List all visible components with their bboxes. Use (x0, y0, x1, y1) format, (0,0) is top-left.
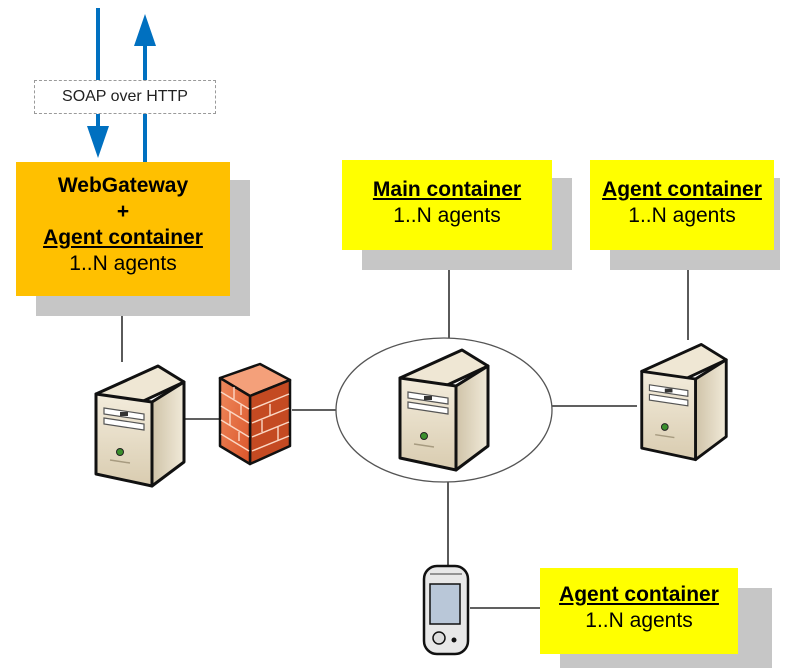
plus-label: + (116, 200, 130, 223)
pda-icon (422, 564, 470, 656)
agent-container-bottom-box: Agent container 1..N agents (540, 568, 738, 654)
agent-container-bottom-agents: 1..N agents (585, 609, 693, 632)
main-container-box: Main container 1..N agents (342, 160, 552, 250)
agent-container-top-title: Agent container (602, 178, 762, 201)
main-container-title: Main container (372, 178, 522, 201)
server-icon (640, 342, 728, 462)
soap-over-http-label: SOAP over HTTP (34, 80, 216, 114)
agent-container-top-box: Agent container 1..N agents (590, 160, 774, 250)
firewall-icon (218, 362, 292, 466)
webgateway-box: WebGateway + Agent container 1..N agents (16, 162, 230, 296)
main-container-agents: 1..N agents (393, 204, 501, 227)
agent-container-top-agents: 1..N agents (628, 204, 736, 227)
agent-container-bottom-title: Agent container (559, 583, 719, 606)
gateway-agent-container-title: Agent container (43, 226, 203, 249)
webgateway-label: WebGateway (57, 174, 189, 197)
server-icon (94, 364, 186, 488)
gateway-agents-count: 1..N agents (69, 252, 177, 275)
